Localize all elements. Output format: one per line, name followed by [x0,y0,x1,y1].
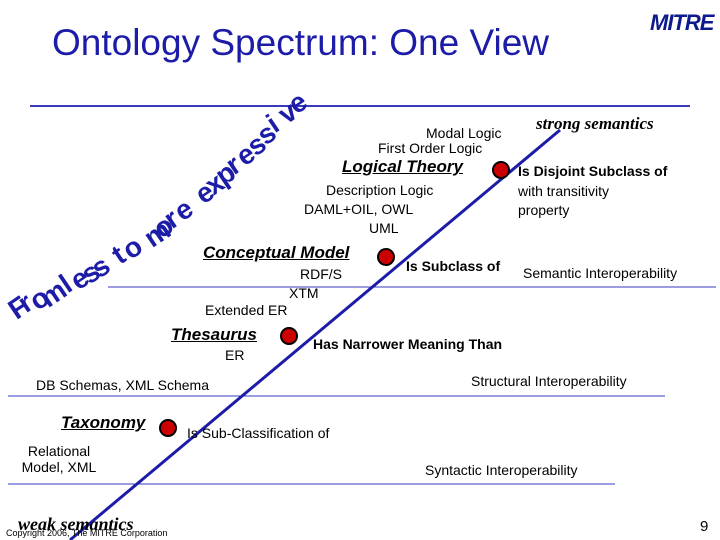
relation-logical-theory-2: with transitivity [518,183,610,199]
relation-taxonomy: Is Sub-Classification of [187,425,330,441]
node-label-thesaurus: Thesaurus [171,325,257,344]
node-label-taxonomy: Taxonomy [61,413,146,432]
example-db-schemas: DB Schemas, XML Schema [36,377,209,393]
example-er: ER [225,347,245,363]
syntactic-interoperability: Syntactic Interoperability [425,462,578,478]
page-title: Ontology Spectrum: One View [52,22,550,63]
node-logical-theory [492,161,510,179]
example-description-logic: Description Logic [326,182,434,198]
copyright-text: Copyright 2006, The MITRE Corporation [6,528,168,538]
node-thesaurus [280,327,298,345]
relation-thesaurus: Has Narrower Meaning Than [313,336,503,352]
example-rdfs: RDF/S [300,266,342,282]
node-taxonomy [159,419,177,437]
semantic-interoperability: Semantic Interoperability [523,265,678,281]
example-modal-logic: Modal Logic [426,125,502,141]
page-number: 9 [700,518,709,535]
example-relational-model: Relational Model, XML [21,443,97,475]
node-label-conceptual-model: Conceptual Model [203,243,350,262]
relation-conceptual-model: Is Subclass of [406,258,501,274]
node-label-logical-theory: Logical Theory [342,157,463,176]
spectrum-diagonal [69,128,561,540]
strong-semantics-label: strong semantics [536,114,654,133]
example-xtm: XTM [289,285,319,301]
relation-logical-theory-3: property [518,202,570,218]
weak-semantics-label: weak semantics [18,514,134,534]
mitre-logo: MITRE [650,10,714,35]
example-daml-oil-owl: DAML+OIL, OWL [304,201,414,217]
example-uml: UML [369,220,399,236]
structural-interoperability: Structural Interoperability [471,373,627,389]
example-extended-er: Extended ER [205,302,288,318]
example-first-order-logic: First Order Logic [378,140,483,156]
relation-logical-theory-1: Is Disjoint Subclass of [518,163,668,179]
node-conceptual-model [377,248,395,266]
